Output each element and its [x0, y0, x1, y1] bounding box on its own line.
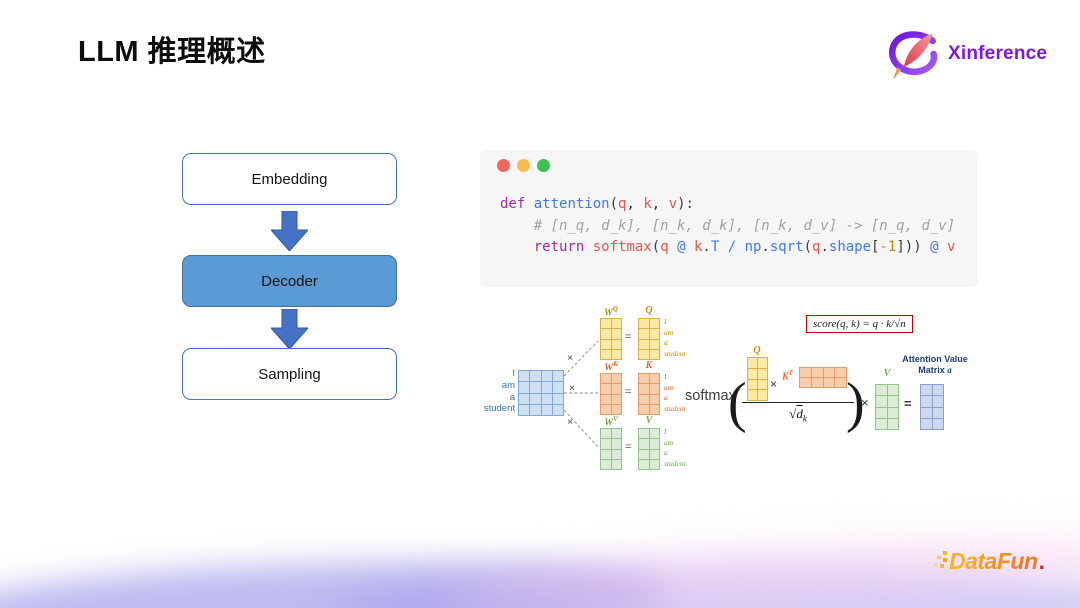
open-paren: ( [728, 372, 747, 434]
code-line: return softmax(q @ k.T / np.sqrt(q.shape… [533, 239, 956, 255]
window-dot-green-icon [537, 159, 550, 172]
xinference-logo: Xinference [886, 28, 1047, 80]
datafun-brand-period: . [1038, 548, 1045, 574]
multiply-symbol: × [770, 377, 778, 391]
value-v-label: V [883, 368, 891, 379]
softmax-label: softmax [685, 388, 736, 404]
equals-symbol: = [625, 331, 632, 343]
multiply-symbol: × [569, 382, 576, 394]
window-controls [497, 159, 550, 172]
score-formula-box: score(q, k) = q · k/√n [806, 315, 913, 333]
sqrt-dk-label: √dk [789, 406, 807, 424]
code-line: # [n_q, d_k], [n_k, d_k], [n_k, d_v] -> … [533, 217, 956, 234]
close-paren: ) [846, 372, 865, 434]
k-matrix-label: K [645, 360, 653, 371]
arrow-down-icon [271, 309, 308, 349]
projection-connector-lines [563, 340, 599, 448]
weight-q-label: WQ [604, 305, 618, 319]
weight-v-matrix [600, 428, 622, 470]
fraction-kt-matrix [799, 367, 847, 388]
weight-q-matrix [600, 318, 622, 360]
code-line: def attention(q, k, v): [500, 196, 694, 212]
fraction-bar [742, 402, 854, 403]
code-window: def attention(q, k, v): # [n_q, d_k], [n… [480, 150, 978, 287]
fraction-q-matrix [747, 357, 768, 401]
flow-node-sampling: Sampling [182, 348, 397, 400]
window-dot-red-icon [497, 159, 510, 172]
xinference-logo-icon [889, 31, 938, 80]
page-title: LLM 推理概述 [78, 36, 266, 68]
arrow-down-icon [271, 211, 308, 251]
k-matrix [638, 373, 660, 415]
attention-value-matrix-label: Attention Value Matrix a [902, 354, 968, 375]
flow-node-decoder: Decoder [182, 255, 397, 307]
v-matrix-label: V [645, 415, 653, 426]
window-dot-yellow-icon [517, 159, 530, 172]
q-matrix [638, 318, 660, 360]
code-body: def attention(q, k, v): # [n_q, d_k], [n… [500, 194, 955, 259]
v-matrix [638, 428, 660, 470]
bottom-wave-decoration [0, 518, 1080, 608]
fraction-kt-label: KT [782, 369, 793, 383]
attention-value-matrix [920, 384, 944, 430]
datafun-brand-name: DataFun [949, 548, 1038, 574]
fraction-q-label: Q [753, 345, 761, 356]
weight-k-label: WK [604, 360, 618, 374]
equals-symbol: = [904, 396, 912, 411]
flow-node-embedding: Embedding [182, 153, 397, 205]
weight-k-matrix [600, 373, 622, 415]
multiply-symbol: × [567, 416, 574, 428]
q-matrix-label: Q [645, 305, 653, 316]
equals-symbol: = [625, 441, 632, 453]
equals-symbol: = [625, 386, 632, 398]
multiply-symbol: × [861, 395, 869, 410]
datafun-logo: DataFun . [934, 548, 1045, 575]
weight-v-label: WV [604, 415, 618, 429]
datafun-pixels-icon [934, 550, 949, 574]
value-v-matrix [875, 384, 899, 430]
xinference-brand-name: Xinference [948, 43, 1048, 64]
input-matrix [518, 370, 564, 416]
multiply-symbol: × [567, 352, 574, 364]
